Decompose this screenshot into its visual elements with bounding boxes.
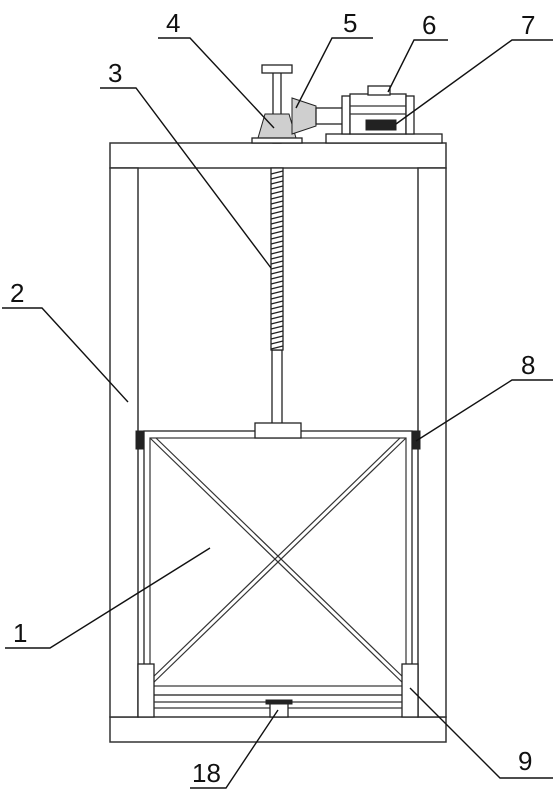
screw-threads — [270, 170, 284, 350]
limit-block-right — [401, 663, 419, 718]
screw-thread-line — [270, 245, 284, 250]
screw-thread-line — [270, 285, 284, 290]
rollers — [135, 430, 421, 450]
screw-thread-line — [270, 265, 284, 270]
label-5: 5 — [343, 8, 357, 38]
leader-lines — [2, 37, 553, 789]
bottom-sensor — [265, 699, 293, 718]
screw-thread-line — [270, 230, 284, 235]
leader-5 — [295, 37, 373, 109]
screw-thread-line — [270, 275, 284, 280]
screw-thread-line — [270, 335, 284, 340]
screw-nut-block — [254, 422, 302, 439]
screw-thread-line — [270, 280, 284, 285]
bevel-gear-4 — [251, 113, 303, 144]
screw-thread-line — [270, 345, 284, 350]
right-column — [417, 167, 447, 718]
screw-thread-line — [270, 210, 284, 215]
label-9: 9 — [518, 746, 532, 776]
motor — [325, 85, 443, 144]
screw-thread-line — [270, 190, 284, 195]
gear-4-base — [251, 137, 303, 144]
label-18: 18 — [192, 758, 221, 788]
frame — [109, 142, 447, 743]
bevel-gear-5 — [291, 97, 347, 135]
sensor-cap — [265, 699, 293, 705]
screw-thread-line — [270, 290, 284, 295]
screw-thread-line — [270, 260, 284, 265]
brace-d — [149, 437, 401, 681]
screw-handle — [261, 64, 293, 74]
top-beam — [109, 142, 447, 169]
screw-thread-line — [270, 270, 284, 275]
limit-block-left — [137, 663, 155, 718]
screw-thread-line — [270, 220, 284, 225]
screw-thread-line — [270, 330, 284, 335]
screw-thread-line — [270, 305, 284, 310]
reference-numerals: 1 2 3 4 5 6 7 8 9 18 — [10, 8, 535, 788]
screw-thread-line — [270, 200, 284, 205]
bottom-beam — [109, 716, 447, 743]
screw-thread-line — [270, 250, 284, 255]
label-6: 6 — [422, 10, 436, 40]
brace-c — [149, 437, 407, 687]
motor-base-plate — [325, 133, 443, 144]
leader-8 — [415, 379, 553, 442]
label-2: 2 — [10, 278, 24, 308]
leader-9 — [409, 687, 553, 779]
screw-thread-line — [270, 225, 284, 230]
gate-plate — [143, 430, 413, 696]
leader-4 — [158, 37, 275, 129]
label-3: 3 — [108, 58, 122, 88]
label-1: 1 — [13, 618, 27, 648]
screw-thread-line — [270, 315, 284, 320]
screw-thread-line — [270, 320, 284, 325]
screw-thread-line — [270, 340, 284, 345]
screw-thread-line — [270, 175, 284, 180]
screw-thread-line — [270, 240, 284, 245]
label-8: 8 — [521, 350, 535, 380]
leader-6 — [387, 39, 448, 93]
screw-thread-line — [270, 185, 284, 190]
screw-thread-line — [270, 170, 284, 175]
leader-7 — [395, 39, 553, 125]
screw-thread-line — [270, 235, 284, 240]
screw-thread-line — [270, 300, 284, 305]
sensor-body — [269, 702, 289, 718]
screw-thread-line — [270, 255, 284, 260]
motor-terminal-box — [367, 85, 391, 96]
gear-5-body — [291, 97, 317, 135]
left-column — [109, 167, 139, 718]
leader-1 — [5, 547, 211, 649]
motor-end-cap-left — [341, 95, 351, 135]
motor-end-cap-right — [405, 95, 415, 135]
screw-thread-line — [270, 180, 284, 185]
screw-thread-line — [270, 325, 284, 330]
screw-thread-line — [270, 215, 284, 220]
leader-18 — [190, 709, 279, 789]
leader-3 — [100, 87, 272, 269]
leader-2 — [2, 307, 129, 403]
screw-thread-line — [270, 195, 284, 200]
screw-thread-line — [270, 205, 284, 210]
screw-thread-line — [270, 310, 284, 315]
roller-right-top — [411, 430, 421, 450]
label-4: 4 — [166, 8, 180, 38]
screw-thread-line — [270, 295, 284, 300]
screw-rod — [271, 349, 283, 425]
motor-window — [365, 119, 397, 131]
roller-left-top — [135, 430, 145, 450]
label-7: 7 — [521, 10, 535, 40]
